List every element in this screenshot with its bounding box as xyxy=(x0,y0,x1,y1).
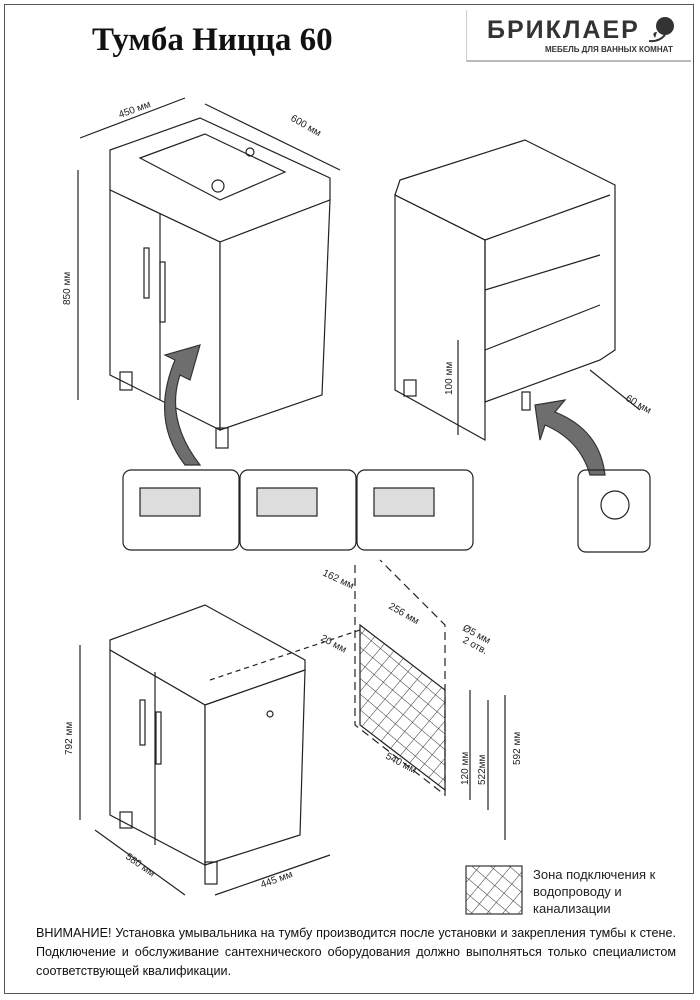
curved-arrow-left xyxy=(163,344,202,466)
cabinet-frame xyxy=(394,139,641,442)
dim-592: 592 мм xyxy=(512,732,523,765)
dim-792: 792 мм xyxy=(64,722,75,755)
dim-162: 162 мм xyxy=(321,568,356,592)
dim-580: 580 мм xyxy=(123,851,157,879)
assembled-cabinet xyxy=(77,97,341,449)
dim-600: 600 мм xyxy=(289,113,323,139)
dim-20: 20 мм xyxy=(319,633,349,656)
dim-445: 445 мм xyxy=(259,869,294,891)
page-frame xyxy=(4,4,694,994)
connection-zone xyxy=(209,559,506,840)
legend-label: Зона подключения к водопроводу и канализ… xyxy=(533,867,656,916)
warning-text: ВНИМАНИЕ! Установка умывальника на тумбу… xyxy=(36,926,676,978)
legend-swatch xyxy=(465,865,523,915)
dim-256: 256 мм xyxy=(387,601,421,627)
dim-522: 522мм xyxy=(477,754,488,785)
brand-name: БРИКЛАЕР xyxy=(487,16,640,44)
dim-850: 850 мм xyxy=(62,272,73,305)
rose-icon xyxy=(648,17,674,43)
dim-100: 100 мм xyxy=(444,362,455,395)
dim-60: 60 мм xyxy=(624,393,654,416)
brand-logo: БРИКЛАЕР МЕБЕЛЬ ДЛЯ ВАННЫХ КОМНАТ xyxy=(466,10,691,62)
cabinet-wall-mount xyxy=(79,604,331,896)
curved-arrow-right xyxy=(534,399,606,476)
hinge-adjust-panels xyxy=(122,469,651,553)
page-title: Тумба Ницца 60 xyxy=(92,22,333,58)
dim-120: 120 мм xyxy=(460,752,471,785)
brand-tagline: МЕБЕЛЬ ДЛЯ ВАННЫХ КОМНАТ xyxy=(545,45,673,54)
